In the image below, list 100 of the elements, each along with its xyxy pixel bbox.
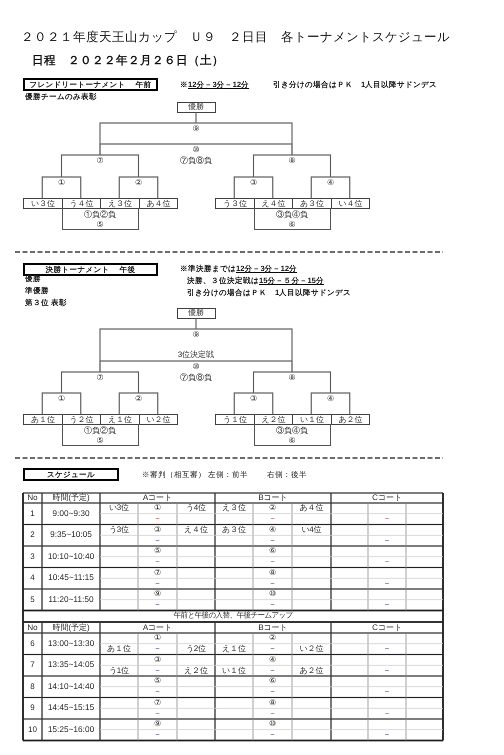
- column-header: Aコート: [142, 622, 172, 632]
- bracket-line: [330, 176, 350, 198]
- time-slot: 9:35~10:05: [50, 530, 92, 540]
- match-number: ⑥: [269, 676, 276, 686]
- title: ２０２１年度天王山カップ Ｕ９ ２日目 各トーナメントスケジュール: [21, 29, 450, 45]
- time-slot: 14:10~14:40: [48, 682, 94, 692]
- match-number: ⑥: [269, 546, 276, 556]
- match-number: ①: [154, 504, 161, 514]
- score-dash: －: [154, 600, 162, 610]
- bracket-line: [234, 392, 254, 414]
- bracket-line: [62, 176, 82, 198]
- bracket-line: [62, 392, 82, 414]
- team-name: い１位: [222, 666, 246, 676]
- score-dash: －: [154, 557, 162, 567]
- row-number: 5: [30, 594, 35, 605]
- bracket-line: [100, 371, 140, 393]
- time-slot: 10:10~10:40: [48, 552, 94, 562]
- score-dash: －: [268, 514, 276, 524]
- bracket-line: [292, 154, 332, 177]
- bracket-line: [196, 143, 293, 155]
- team-name: う2位: [186, 644, 206, 654]
- score-dash: －: [154, 514, 162, 524]
- score-dash: －: [383, 557, 391, 567]
- row-number: 3: [30, 552, 35, 562]
- match-number: ⑧: [269, 698, 276, 708]
- score-dash: －: [268, 578, 276, 588]
- match-number: ⑨: [154, 590, 161, 600]
- score-dash: －: [383, 644, 391, 654]
- bracket-line: [138, 392, 158, 414]
- column-header: Bコート: [258, 622, 288, 632]
- time-slot: 9:00~9:30: [52, 508, 90, 519]
- score-dash: －: [154, 666, 162, 676]
- score-dash: －: [383, 687, 391, 697]
- bracket-line: [118, 176, 138, 198]
- score-dash: －: [154, 687, 162, 697]
- time-slot: 15:25~16:00: [48, 724, 94, 735]
- bracket-line: [138, 176, 158, 198]
- row-number: 6: [30, 638, 35, 649]
- score-dash: －: [154, 708, 162, 718]
- match-number: ⑧: [269, 568, 276, 578]
- row-number: 10: [28, 724, 37, 735]
- bracket-line: [42, 176, 62, 198]
- column-header: No: [27, 622, 38, 632]
- row-number: 4: [30, 573, 35, 584]
- team-name: あ１位: [107, 644, 131, 654]
- row-number: 9: [30, 703, 35, 714]
- team-name: う4位: [186, 504, 206, 514]
- match-number: ②: [269, 634, 276, 644]
- score-dash: －: [268, 708, 276, 718]
- score-dash: －: [268, 600, 276, 610]
- match-number: ⑩: [269, 590, 276, 600]
- match-number: ⑤: [154, 676, 161, 686]
- bracket-line: [234, 176, 254, 198]
- bracket-line: [60, 154, 100, 177]
- score-dash: －: [268, 730, 276, 740]
- score-dash: －: [154, 644, 162, 654]
- time-slot: 10:45~11:15: [48, 573, 94, 584]
- match-number: ⑦: [154, 568, 161, 578]
- bracket-line: [310, 392, 330, 414]
- team-name: え２位: [184, 666, 208, 676]
- column-header: Aコート: [142, 493, 172, 503]
- column-header: Cコート: [372, 493, 402, 503]
- match-number: ③: [154, 655, 161, 665]
- bracket-line: [310, 176, 330, 198]
- match-number: ④: [269, 525, 276, 535]
- team-name: あ２位: [300, 666, 324, 676]
- team-name: え４位: [184, 525, 208, 535]
- bracket-line: [196, 360, 293, 372]
- score-dash: －: [383, 514, 391, 524]
- row-number: 1: [30, 508, 35, 519]
- team-name: え３位: [222, 504, 246, 514]
- score-dash: －: [383, 708, 391, 718]
- time-slot: 13:00~13:30: [48, 638, 94, 649]
- row-number: 7: [30, 660, 35, 670]
- bracket-line: [254, 392, 274, 414]
- match-number: ①: [154, 634, 161, 644]
- team-name: い２位: [300, 644, 324, 654]
- bracket-line: [100, 154, 140, 177]
- score-dash: －: [383, 578, 391, 588]
- team-name: う3位: [108, 525, 130, 535]
- bracket-line: [252, 371, 292, 393]
- match-number: ⑤: [154, 546, 161, 556]
- match-number: ②: [269, 504, 276, 514]
- team-name: あ３位: [222, 525, 246, 535]
- time-slot: 14:45~15:15: [48, 703, 94, 714]
- score-dash: －: [268, 666, 276, 676]
- column-header: Bコート: [258, 493, 288, 503]
- bracket-line: [99, 360, 196, 372]
- bracket-line: [330, 392, 350, 414]
- bracket-line: [118, 392, 138, 414]
- match-number: ⑩: [269, 720, 276, 730]
- row-number: 8: [30, 682, 35, 692]
- bracket-line: [254, 176, 274, 198]
- bracket-line: [195, 318, 197, 329]
- column-header: 時間(予定): [52, 622, 90, 632]
- bracket-line: [252, 154, 292, 177]
- score-dash: －: [268, 644, 276, 654]
- bracket-line: [292, 371, 332, 393]
- team-name: い3位: [108, 504, 130, 514]
- column-header: No: [27, 493, 38, 503]
